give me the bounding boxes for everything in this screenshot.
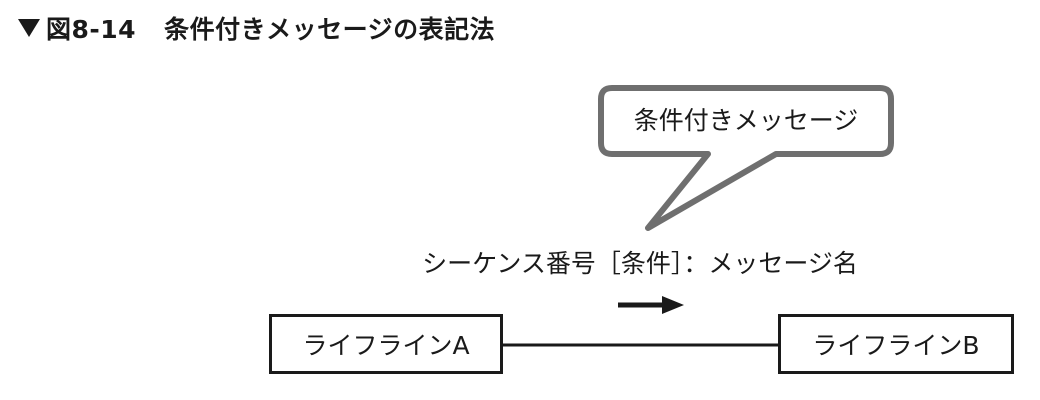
message-label: シーケンス番号［条件］：メッセージ名 xyxy=(422,249,858,278)
lifeline-b-box: ライフラインB xyxy=(778,314,1014,374)
callout-bubble xyxy=(598,85,894,231)
lifeline-a-label: ライフラインA xyxy=(302,331,470,360)
callout-text: 条件付きメッセージ xyxy=(633,106,859,135)
triangle-down-icon xyxy=(18,19,40,37)
figure-header: 図8-14 条件付きメッセージの表記法 xyxy=(18,8,495,48)
lifeline-b-label: ライフラインB xyxy=(812,331,980,360)
message-arrow-icon xyxy=(618,296,684,314)
lifeline-a-box: ライフラインA xyxy=(269,314,503,374)
figure-label: 図8-14 xyxy=(46,15,137,44)
figure-title: 条件付きメッセージの表記法 xyxy=(164,15,496,44)
